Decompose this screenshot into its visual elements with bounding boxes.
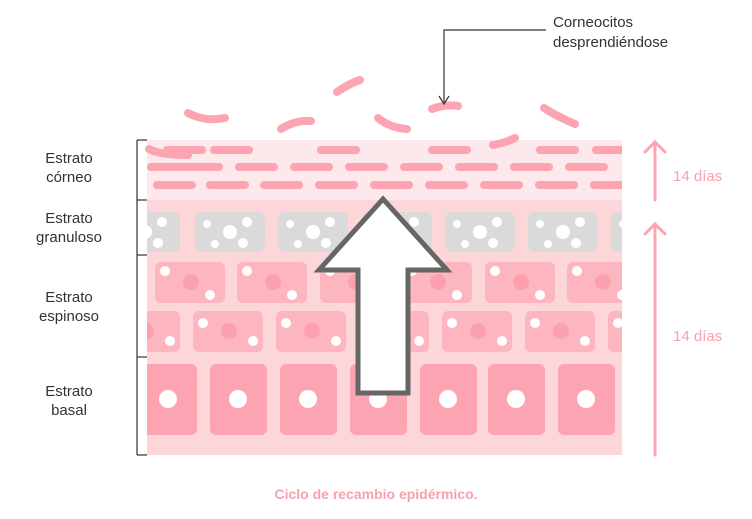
shedding-corneocytes [145,76,579,159]
corneocyte [180,163,223,171]
spinous-cell [608,311,622,352]
corneocyte [535,181,578,189]
corneocyte [290,163,333,171]
corneocyte [428,146,471,154]
upper-duration-label: 14 días [673,168,722,185]
corneocyte [510,163,553,171]
corneocyte [235,163,278,171]
annotation-leader-line [443,29,546,102]
annotation-arrowhead-icon [438,95,450,106]
corneocyte [260,181,303,189]
corneocyte [210,146,253,154]
corneocyte [565,163,608,171]
upward-arrow-icon [313,195,453,396]
corneocyte [425,181,468,189]
corneocyte [163,146,206,154]
corneocyte [590,181,622,189]
corneocyte [400,163,443,171]
corneocyte [345,163,388,171]
corneocyte [480,181,523,189]
lower-duration-label: 14 días [673,328,722,345]
corneocyte [315,181,358,189]
granular-cell [611,212,622,252]
corneocyte [147,163,190,171]
corneocyte [536,146,579,154]
corneocyte [153,181,196,189]
duration-arrows [643,139,667,457]
corneocyte [206,181,249,189]
corneocyte [317,146,360,154]
caption: Ciclo de recambio epidérmico. [274,486,477,502]
corneocyte [592,146,622,154]
granular-cell [147,212,180,252]
corneocyte [455,163,498,171]
corneocyte [370,181,413,189]
layer-brackets [136,139,147,456]
